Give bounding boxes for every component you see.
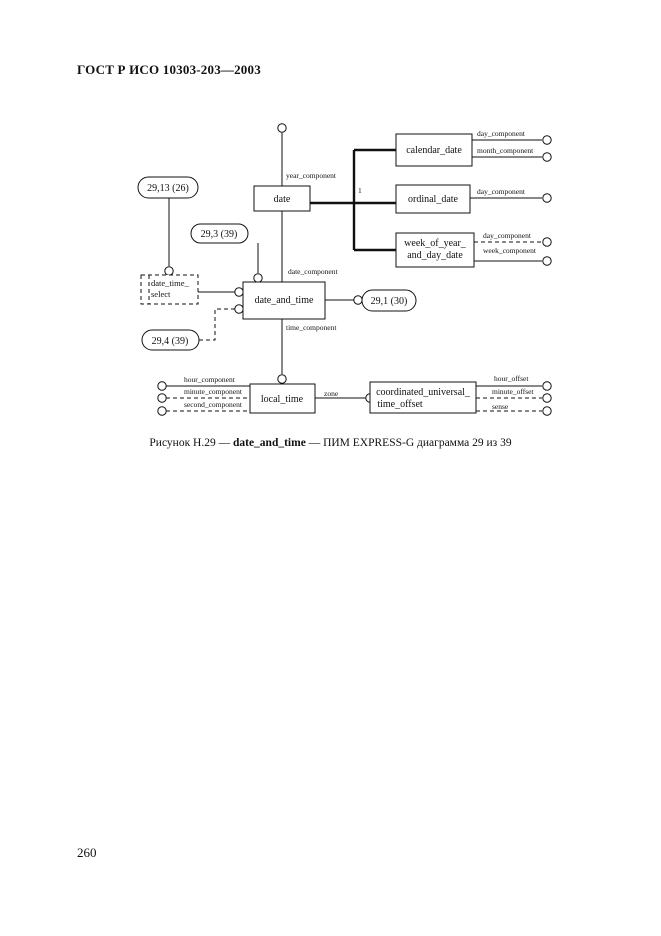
ordinal-date-entity-name: ordinal_date: [408, 194, 459, 205]
calendar-date-entity-name: calendar_date: [406, 145, 462, 156]
time-component-terminal: [277, 374, 287, 384]
caption-suffix: — ПИМ EXPRESS-G диаграмма 29 из 39: [305, 437, 512, 449]
figure-caption: Рисунок Н.29 — date_and_time — ПИМ EXPRE…: [0, 437, 661, 449]
cuto-entity-line1: coordinated_universal_: [376, 387, 471, 398]
ref-29-1-label: 29,1 (30): [371, 296, 408, 307]
date-and-time-entity-box: [242, 281, 326, 320]
hour-offset-label: hour_offset: [494, 374, 529, 383]
ordinal-date-entity-box: [395, 184, 471, 214]
ref-29-3-terminal: [253, 273, 263, 283]
hour-component-terminal: [157, 381, 167, 391]
ref-29-4-dashed-line: [199, 308, 235, 341]
year-component-terminal: [277, 123, 287, 133]
week-week-label: week_component: [483, 246, 537, 255]
document-header: ГОСТ Р ИСО 10303-203—2003: [77, 62, 261, 77]
local-time-entity-name: local_time: [261, 394, 304, 405]
ref-29-13-label: 29,13 (26): [147, 183, 189, 194]
ref-29-4-oval: [141, 329, 200, 351]
cal-month-terminal: [542, 152, 552, 162]
minute-component-terminal: [157, 393, 167, 403]
minute-offset-label: minute_offset: [492, 387, 534, 396]
cuto-entity-box: [369, 381, 477, 414]
cal-day-terminal: [542, 135, 552, 145]
week-of-year-entity-box: [395, 232, 475, 268]
ref-29-13-terminal: [164, 266, 174, 276]
select-name-line1: date_time_: [151, 278, 190, 288]
ref-29-3-oval: [190, 223, 249, 244]
select-name-line2: select: [151, 289, 171, 299]
date-component-label: date_component: [288, 267, 338, 276]
week-of-year-line2: and_day_date: [407, 250, 463, 261]
date-entity-box: [253, 185, 311, 212]
minute-offset-terminal: [542, 393, 552, 403]
ref-29-1-oval: [361, 289, 417, 312]
calendar-date-entity-box: [395, 133, 473, 167]
sense-label: sense: [492, 402, 509, 411]
ord-day-label: day_component: [477, 187, 526, 196]
date-time-select-box: [140, 274, 199, 305]
date-and-time-entity-name: date_and_time: [255, 295, 314, 306]
minute-component-label: minute_component: [184, 387, 243, 396]
week-week-terminal: [542, 256, 552, 266]
cuto-entity-line2: time_offset: [377, 399, 423, 410]
week-of-year-line1: week_of_year_: [404, 238, 467, 249]
year-component-label: year_component: [286, 171, 337, 180]
date-entity-name: date: [274, 194, 291, 205]
subtype-one-label: 1: [358, 186, 362, 195]
select-terminal: [234, 287, 244, 297]
caption-bold: date_and_time: [232, 437, 306, 449]
cal-month-label: month_component: [477, 146, 534, 155]
week-day-terminal: [542, 237, 552, 247]
ref-29-3-label: 29,3 (39): [201, 229, 238, 240]
ref-29-1-terminal: [353, 295, 363, 305]
hour-offset-terminal: [542, 381, 552, 391]
cal-day-label: day_component: [477, 129, 526, 138]
ref-29-4-terminal: [234, 304, 244, 314]
time-component-label: time_component: [286, 323, 337, 332]
ref-29-13-oval: [137, 176, 199, 199]
ord-day-terminal: [542, 193, 552, 203]
page-number: 260: [77, 845, 97, 860]
week-day-label: day_component: [483, 231, 532, 240]
caption-prefix: Рисунок Н.29 —: [149, 437, 233, 449]
second-component-label: second_component: [184, 400, 243, 409]
second-component-terminal: [157, 406, 167, 416]
ref-29-4-label: 29,4 (39): [152, 336, 189, 347]
local-time-entity-box: [249, 383, 316, 414]
zone-label: zone: [324, 389, 339, 398]
hour-component-label: hour_component: [184, 375, 236, 384]
sense-terminal: [542, 406, 552, 416]
